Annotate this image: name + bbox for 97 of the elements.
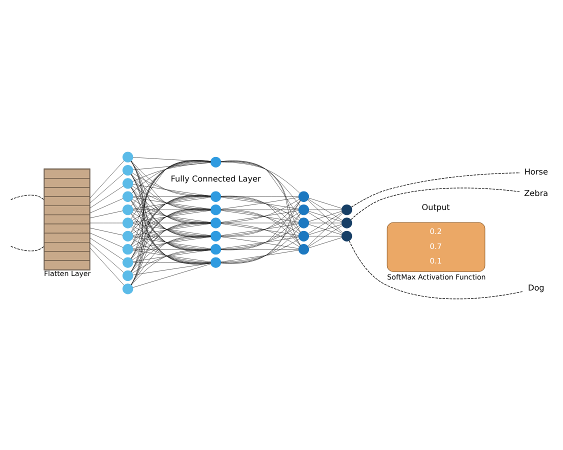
label: Output: [422, 202, 450, 212]
connector: [130, 186, 211, 250]
connector: [308, 212, 343, 234]
connector: [350, 172, 520, 208]
connector: [130, 174, 211, 237]
connector: [90, 198, 124, 213]
node-circle: [210, 204, 222, 215]
connector: [130, 186, 211, 236]
connector: [308, 210, 342, 222]
connector: [131, 173, 211, 210]
node-circle: [122, 178, 134, 188]
connector: [90, 222, 123, 223]
connector: [220, 213, 301, 263]
connector: [220, 248, 299, 250]
node-circle: [298, 217, 310, 228]
connector: [130, 234, 211, 285]
connector: [308, 222, 342, 223]
node-circle: [342, 204, 352, 215]
node-circle: [122, 230, 134, 241]
connector: [220, 196, 299, 209]
connector: [220, 160, 301, 246]
node-circle: [210, 256, 222, 268]
connector: [130, 222, 211, 272]
connector: [130, 194, 211, 272]
connector: [220, 236, 299, 248]
connector: [90, 185, 124, 208]
connector: [130, 174, 211, 224]
node-circle: [122, 270, 134, 281]
node-circle: [210, 217, 222, 228]
connector: [90, 242, 124, 272]
connector: [308, 224, 343, 246]
node-circle: [122, 283, 134, 294]
connector: [132, 184, 211, 196]
connector: [90, 160, 124, 198]
connector: [220, 200, 301, 264]
connector: [130, 200, 211, 264]
connector: [132, 248, 211, 273]
node-circle: [122, 244, 134, 254]
connector: [90, 172, 124, 203]
node-circle: [298, 230, 310, 241]
connector: [132, 172, 211, 196]
label: Fully Connected Layer: [170, 172, 261, 183]
connector: [308, 198, 343, 220]
connector: [220, 161, 300, 193]
connector: [220, 160, 301, 232]
node-circle: [210, 156, 222, 167]
connector: [132, 222, 211, 223]
connector: [350, 187, 520, 220]
connector: [132, 209, 211, 210]
connector: [308, 209, 342, 210]
connector: [90, 227, 123, 235]
connector: [308, 236, 342, 248]
connector: [90, 232, 124, 248]
node-text: Dog: [528, 282, 544, 292]
connector: [131, 248, 211, 285]
connector: [131, 186, 211, 223]
connector: [308, 224, 342, 234]
connector: [131, 235, 211, 272]
connector: [220, 238, 300, 262]
node-circle: [210, 244, 222, 254]
connector: [132, 162, 211, 182]
node-circle: [210, 230, 222, 241]
connector: [90, 210, 123, 218]
connector: [132, 185, 211, 210]
connector: [220, 160, 301, 219]
connector: [90, 247, 124, 285]
connector: [130, 208, 211, 272]
connector: [10, 194, 44, 200]
node-circle: [342, 217, 352, 228]
node-circle: [298, 204, 310, 215]
connector: [348, 240, 523, 299]
connector: [220, 161, 300, 206]
node-circle: [122, 256, 134, 268]
node-circle: [210, 190, 222, 202]
node-text: Zebra: [524, 188, 548, 198]
connector: [308, 212, 343, 246]
connector: [308, 197, 342, 208]
node-circle: [298, 190, 310, 202]
connector: [130, 221, 211, 285]
connector: [220, 226, 300, 262]
node-circle: [122, 164, 134, 176]
connector: [132, 196, 211, 209]
connector: [308, 199, 343, 232]
connector: [132, 263, 211, 288]
node-circle: [122, 190, 134, 202]
node-text: Horse: [524, 166, 548, 176]
connector: [90, 237, 124, 260]
connector: [132, 236, 211, 248]
connector: [130, 194, 211, 258]
node-circle: [298, 244, 310, 254]
connector: [220, 249, 299, 262]
node-circle: [122, 151, 134, 162]
node-circle: [122, 217, 134, 228]
node-circle: [122, 204, 134, 215]
connector: [132, 262, 211, 275]
node-circle: [342, 230, 352, 241]
connector: [10, 245, 44, 251]
